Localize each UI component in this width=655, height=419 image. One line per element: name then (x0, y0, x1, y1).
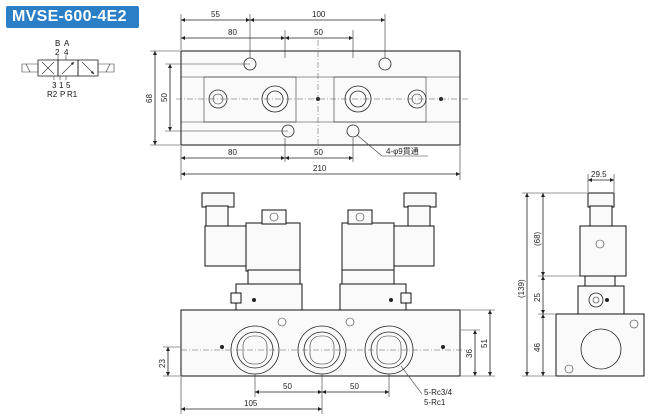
dim-139: (139) (517, 279, 526, 298)
dim-46: 46 (533, 343, 542, 352)
top-view: 55 100 80 50 68 50 80 50 210 4-φ9貫通 (145, 10, 468, 180)
symbol-label-b: B (55, 39, 60, 48)
symbol-label-r2: R2 (47, 90, 58, 99)
symbol-num-2: 2 (55, 48, 60, 57)
symbol-num-5: 5 (66, 81, 71, 90)
port-note-1: 5-Rc3/4 (424, 388, 453, 397)
dim-25: 25 (533, 293, 542, 302)
dim-23: 23 (158, 359, 167, 368)
symbol-label-p: P (60, 90, 65, 99)
port-note-2: 5-Rc1 (424, 398, 446, 407)
dim-80-bottom: 80 (228, 148, 237, 157)
dim-100: 100 (312, 10, 326, 19)
dim-68-top: 68 (145, 94, 154, 103)
valve-symbol: B A 2 4 3 1 5 R2 P R1 (21, 39, 115, 99)
dim-51: 51 (480, 339, 489, 348)
dim-80-top: 80 (228, 28, 237, 37)
symbol-label-r1: R1 (67, 90, 78, 99)
dim-50-top: 50 (314, 28, 323, 37)
dim-50-bottom: 50 (314, 148, 323, 157)
dim-68-side: (68) (533, 231, 542, 246)
dim-36: 36 (465, 349, 474, 358)
dim-55: 55 (211, 10, 220, 19)
model-title: MVSE-600-4E2 (6, 6, 139, 28)
symbol-num-3: 3 (52, 81, 57, 90)
dim-210: 210 (313, 164, 327, 173)
dim-105: 105 (244, 399, 258, 408)
hole-note: 4-φ9貫通 (386, 146, 419, 156)
symbol-num-4: 4 (64, 48, 69, 57)
dim-50-a: 50 (283, 382, 292, 391)
symbol-num-1: 1 (59, 81, 64, 90)
side-view: 29.5 (139) (68) 25 46 (517, 170, 645, 377)
dim-50-left: 50 (160, 93, 169, 102)
mount-hole (346, 124, 360, 138)
dim-29-5: 29.5 (591, 170, 607, 179)
front-view: 23 36 51 50 50 105 5-Rc3/4 5-Rc1 (158, 192, 495, 414)
symbol-label-a: A (64, 39, 70, 48)
dim-50-b: 50 (350, 382, 359, 391)
